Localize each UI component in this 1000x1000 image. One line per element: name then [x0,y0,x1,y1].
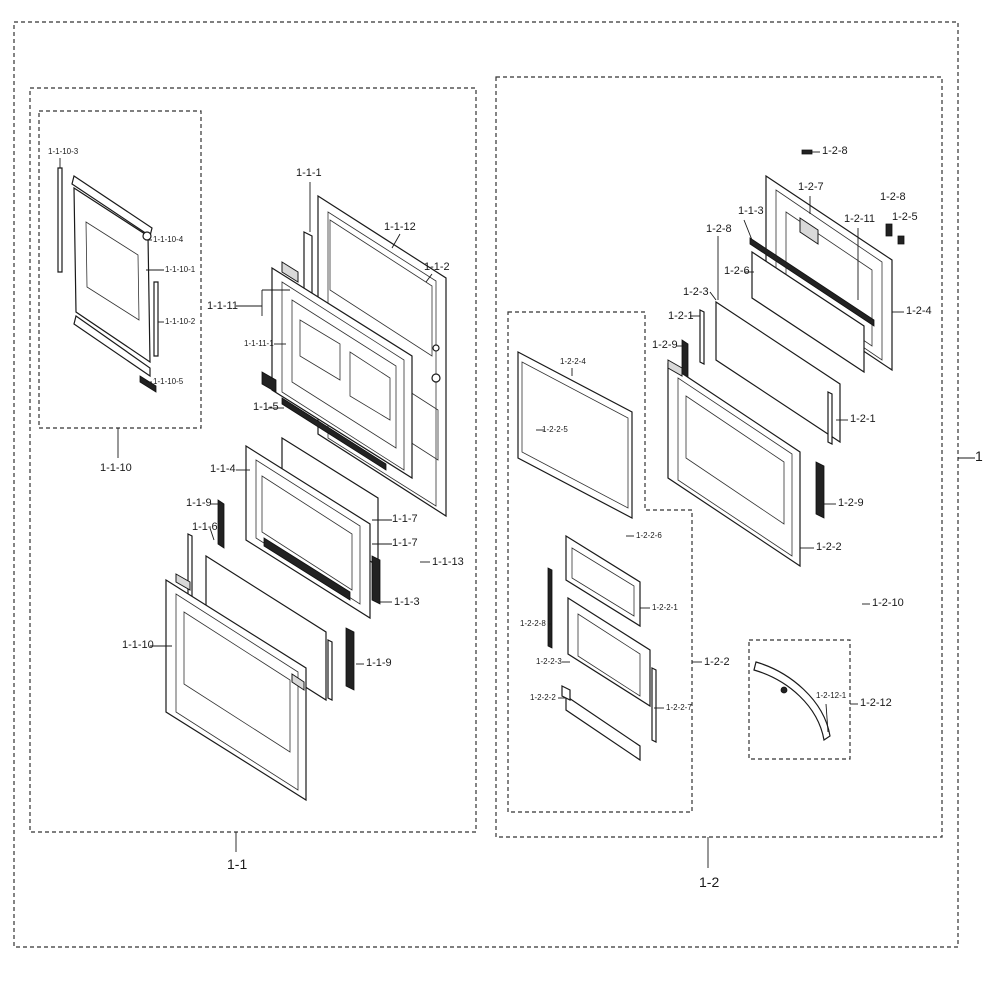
part-1-2-2-3-frame [567,596,651,708]
label-1-2-2-box: 1-2-2 [704,656,730,668]
part-1-2-2-1-bracket [565,534,641,628]
label-1-1: 1-1 [227,856,248,872]
label-1-1-10-door: 1-1-10 [122,639,154,651]
label-1-1-10-5: 1-1-10-5 [153,377,184,386]
part-latch [261,371,277,393]
part-1-2-8-screw-top [801,149,813,155]
part-1-2-3-glass [715,300,841,444]
label-1-1-12: 1-1-12 [384,221,416,233]
label-1-2-5: 1-2-5 [892,211,918,223]
label-1-2-8-b: 1-2-8 [880,191,906,203]
part-1-2-1-rod-left [699,309,705,365]
part-1-2-12-handle [753,661,831,742]
label-1-2-2-4: 1-2-2-4 [560,357,586,366]
label-1-1-1: 1-1-1 [296,167,322,179]
part-1-1-4-inner-panel [245,444,371,620]
assembly-1-1-10-frame [38,110,202,429]
part-1-2-2-7-rod [651,667,657,743]
label-1-1-9-a: 1-1-9 [186,497,212,509]
label-1-2-12-1: 1-2-12-1 [816,691,847,700]
part-1-1-11-inner-frame [271,261,413,480]
part-1-1-10-outer-door [165,573,307,802]
part-1-1-5-gasket [281,397,387,471]
label-1-2-2-6: 1-2-2-6 [636,531,662,540]
label-1-1-10-box: 1-1-10 [100,462,132,474]
label-1-2-6: 1-2-6 [724,265,750,277]
label-1-2-9-a: 1-2-9 [652,339,678,351]
part-1-2-2-2-strip [565,694,641,762]
part-1-2-8-screw-right [885,223,893,237]
label-1-2-2-5: 1-2-2-5 [542,425,568,434]
part-1-2-9-clip-right [815,461,825,519]
label-1-1-11: 1-1-11 [207,300,238,312]
label-1-1-10-3: 1-1-10-3 [48,147,79,156]
label-1-2-7: 1-2-7 [798,181,824,193]
part-1-1-10-glass-assembly [57,167,159,393]
label-1-2-9-b: 1-2-9 [838,497,864,509]
label-1-2-2-2: 1-2-2-2 [530,693,556,702]
label-1-2-8-a: 1-2-8 [822,145,848,157]
label-1-1-13: 1-1-13 [432,556,464,568]
label-1-1-10-4: 1-1-10-4 [153,235,184,244]
label-1-2-12: 1-2-12 [860,697,892,709]
label-1-2-10: 1-2-10 [872,597,904,609]
label-1-1-6: 1-1-6 [192,521,218,533]
assembly-1-2-12-frame [748,639,851,760]
label-1: 1 [975,448,983,464]
label-1-1-2: 1-1-2 [424,261,450,273]
assembly-1-2-frame [495,76,943,838]
part-1-2-2-outer-door [667,359,801,568]
label-1-2-2-1: 1-2-2-1 [652,603,678,612]
leader-lines [59,151,904,733]
label-1-2-1-a: 1-2-1 [668,310,694,322]
part-1-1-9-clip-right [345,627,355,691]
label-1-1-3: 1-1-3 [394,596,420,608]
label-1-1-9-b: 1-1-9 [366,657,392,669]
label-1-2-2-7: 1-2-2-7 [666,703,692,712]
part-1-2-2-4-glass [517,351,633,519]
part-side-rod [327,639,333,701]
label-1-1-5: 1-1-5 [253,401,279,413]
label-1-1-3-right: 1-1-3 [738,205,764,217]
label-1-1-11-1: 1-1-11-1 [244,339,274,348]
label-1-2-11: 1-2-11 [844,213,875,225]
part-1-2-6-panel [751,250,865,374]
assembly-1-frame [13,21,959,948]
label-1-2-2-8: 1-2-2-8 [520,619,546,628]
label-1-1-10-1: 1-1-10-1 [165,265,196,274]
label-1-2-3: 1-2-3 [683,286,709,298]
part-1-2-2-8-rod [547,567,553,649]
label-1-1-7-a: 1-1-7 [392,513,418,525]
label-1-2-2: 1-2-2 [816,541,842,553]
part-1-1-3-bracket [371,555,381,605]
part-1-2-5-screw [897,235,905,245]
part-1-1-9-clip-left [217,499,225,549]
label-1-2-4: 1-2-4 [906,305,932,317]
part-right-gasket [749,237,875,327]
part-1-2-1-rod-right [827,391,833,445]
label-1-2-8-c: 1-2-8 [706,223,732,235]
label-1-1-10-2: 1-1-10-2 [165,317,196,326]
label-1-2-2-3: 1-2-2-3 [536,657,562,666]
label-1-1-4: 1-1-4 [210,463,236,475]
label-1-2-1-b: 1-2-1 [850,413,876,425]
label-1-2: 1-2 [699,874,720,890]
label-1-1-7-b: 1-1-7 [392,537,418,549]
assembly-1-2-2-frame [507,311,693,813]
